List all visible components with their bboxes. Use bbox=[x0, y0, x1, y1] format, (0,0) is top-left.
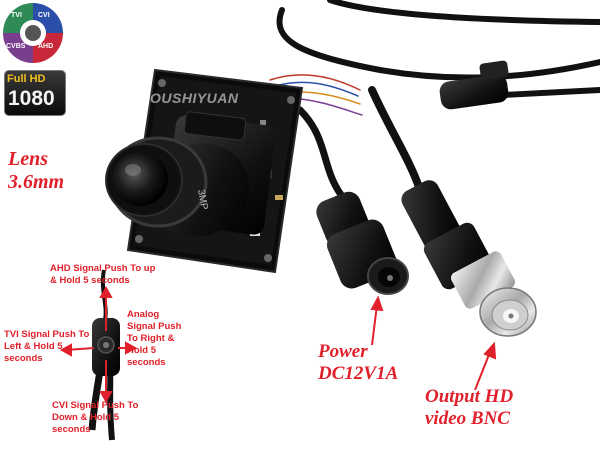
tvi-instruction-line: seconds bbox=[4, 353, 43, 364]
cable-bundle bbox=[269, 0, 600, 204]
tvi-mode-label: TVI bbox=[11, 12, 22, 19]
cvi-instruction-line: seconds bbox=[52, 424, 91, 435]
brand-watermark: OUSHIYUAN bbox=[150, 90, 239, 106]
svg-text:3MP: 3MP bbox=[195, 189, 209, 211]
analog-instruction-line: Hold 5 bbox=[127, 345, 157, 356]
power-label-line: DC12V1A bbox=[318, 363, 399, 384]
signal-mode-badge bbox=[3, 3, 63, 63]
output-label-line: Output HD bbox=[425, 386, 514, 407]
signal-mode-labels: TVI CVI CVBS AHD bbox=[0, 0, 66, 66]
bnc-connector bbox=[401, 180, 537, 337]
camera-lens: 3MP bbox=[105, 136, 250, 237]
cvi-instruction: CVI Signal Push To Down & Hold 5 seconds bbox=[52, 400, 172, 436]
tvi-instruction-line: Left & Hold 5 bbox=[4, 341, 63, 352]
lens-label: Lens 3.6mm bbox=[8, 148, 64, 194]
cvi-instruction-line: Down & Hold 5 bbox=[52, 412, 120, 423]
analog-instruction-line: Analog bbox=[127, 309, 160, 320]
cvbs-mode-label: CVBS bbox=[6, 43, 26, 50]
analog-instruction: Analog Signal Push To Right & Hold 5 sec… bbox=[127, 309, 197, 369]
resolution-text: 1080 bbox=[8, 87, 55, 110]
analog-instruction-line: To Right & bbox=[127, 333, 175, 344]
full-hd-1080-badge: Full HD 1080 bbox=[4, 70, 66, 116]
ahd-mode-label: AHD bbox=[38, 43, 54, 50]
power-dc-jack bbox=[316, 191, 409, 295]
cvi-instruction-line: CVI Signal Push To bbox=[52, 400, 139, 411]
lens-label-line: 3.6mm bbox=[8, 171, 65, 193]
lens-label-line: Lens bbox=[8, 148, 48, 170]
cvi-mode-label: CVI bbox=[38, 12, 50, 19]
analog-instruction-line: seconds bbox=[127, 357, 166, 368]
power-label: Power DC12V1A bbox=[318, 341, 398, 385]
analog-instruction-line: Signal Push bbox=[127, 321, 182, 332]
ahd-instruction: AHD Signal Push To up & Hold 5 seconds bbox=[50, 263, 190, 287]
annotation-arrows bbox=[59, 285, 497, 404]
ahd-instruction-line: AHD Signal Push To up bbox=[50, 263, 156, 274]
cable-splitter bbox=[439, 74, 509, 110]
output-label: Output HD video BNC bbox=[425, 386, 513, 430]
tvi-instruction: TVI Signal Push To Left & Hold 5 seconds bbox=[4, 329, 100, 365]
tvi-instruction-line: TVI Signal Push To bbox=[4, 329, 90, 340]
output-label-line: video BNC bbox=[425, 408, 510, 429]
full-hd-text: Full HD bbox=[7, 73, 46, 85]
power-label-line: Power bbox=[318, 341, 368, 362]
ahd-instruction-line: & Hold 5 seconds bbox=[50, 275, 130, 286]
joystick-connector bbox=[479, 60, 509, 80]
